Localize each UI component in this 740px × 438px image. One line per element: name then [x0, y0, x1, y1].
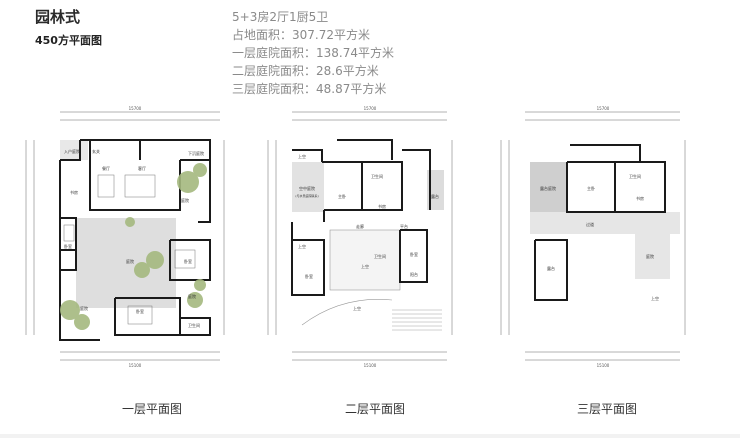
room-study: 书房 [636, 195, 644, 201]
terrace-paving [427, 170, 444, 210]
room-terrace: 露台 [431, 193, 439, 199]
room-up2: 上空 [298, 243, 306, 249]
dim-bottom: 15100 [364, 363, 377, 368]
room-master: 主卧 [587, 185, 595, 191]
room-sunken: 下沉庭院 [188, 150, 204, 156]
room-platform: 平台 [400, 223, 408, 229]
dimension-lines [500, 111, 686, 361]
dim-top: 15700 [364, 106, 377, 111]
room-study: 书房 [378, 203, 386, 209]
room-air-court: 空中庭院 [299, 185, 315, 191]
room-hall: 过道 [586, 221, 594, 227]
curve-edge [301, 299, 393, 326]
caption-floor-1: 一层平面图 [121, 402, 182, 416]
room-bedroom-l: 卧室 [64, 243, 72, 249]
spec-f2-courtyard: 二层庭院面积：28.6平方米 [232, 64, 379, 78]
dimension-lines [267, 111, 453, 361]
room-up: 上空 [298, 153, 306, 159]
dim-top: 15700 [597, 106, 610, 111]
room-bedroom2: 卧室 [410, 251, 418, 257]
page-subtitle: 450方平面图 [35, 34, 102, 47]
air-court-paving [292, 162, 324, 212]
room-bath: 卫生间 [188, 322, 200, 328]
room-hall: 玄关 [92, 148, 100, 154]
room-bedroom-r: 卧室 [184, 258, 192, 264]
room-bath: 卫生间 [629, 173, 641, 179]
room-up3: 上空 [361, 263, 369, 269]
walls [534, 144, 666, 301]
room-court-l: 庭院 [80, 305, 88, 311]
floor-plan-2: 15700 15100 上空 主卧 书房 卫生间 露台 空中庭院 (与水景庭院联… [262, 100, 472, 372]
up-void [329, 229, 401, 291]
floor-plan-3: 15700 15100 露台庭院 主卧 卫生间 书房 过道 庭院 露台 上空 [495, 100, 705, 372]
room-dining: 餐厅 [102, 165, 110, 171]
roof-paving [530, 212, 680, 234]
room-up: 上空 [651, 295, 659, 301]
room-bath: 卫生间 [371, 173, 383, 179]
room-up4: 上空 [353, 305, 361, 311]
room-air-note: (与水景庭院联系) [295, 193, 318, 198]
court-paving [635, 234, 670, 279]
room-entry: 入户庭院 [64, 148, 80, 154]
room-bedroom-b: 卧室 [136, 308, 144, 314]
spec-f1-courtyard: 一层庭院面积：138.74平方米 [232, 46, 394, 60]
room-master: 主卧 [338, 193, 346, 199]
room-balcony: 阳台 [410, 271, 418, 277]
room-court-r: 庭院 [181, 197, 189, 203]
spec-list: 5+3房2厅1厨5卫 占地面积：307.72平方米 一层庭院面积：138.74平… [232, 8, 394, 98]
terrace-hatch [530, 162, 566, 212]
walls [291, 139, 431, 296]
room-bath2: 卫生间 [374, 253, 386, 259]
page-title: 园林式 [35, 8, 81, 26]
dimension-lines [25, 111, 225, 361]
dim-bottom: 15100 [597, 363, 610, 368]
dim-bottom: 15100 [129, 363, 142, 368]
room-garden: 庭院 [126, 258, 134, 264]
room-terrace-l: 露台庭院 [540, 185, 556, 191]
furniture [63, 174, 196, 325]
room-study: 书房 [70, 189, 78, 195]
spec-layout: 5+3房2厅1厨5卫 [232, 10, 329, 24]
caption-floor-3: 三层平面图 [576, 402, 637, 416]
floor-plan-1: 15700 15100 入户庭院 玄关 餐厅 客厅 书房 [20, 100, 230, 372]
room-court: 庭院 [646, 253, 654, 259]
caption-floor-2: 二层平面图 [344, 402, 405, 416]
room-roof: 露台 [547, 265, 555, 271]
dim-top: 15700 [129, 106, 142, 111]
footer-bar [0, 434, 740, 438]
stair-lines [392, 309, 442, 331]
room-court-b: 庭院 [188, 293, 196, 299]
spec-site-area: 占地面积：307.72平方米 [232, 28, 370, 42]
spec-f3-courtyard: 三层庭院面积：48.87平方米 [232, 82, 387, 96]
room-walk: 走廊 [356, 223, 364, 229]
room-living: 客厅 [138, 165, 146, 171]
trees [60, 163, 207, 330]
room-bedroom: 卧室 [305, 273, 313, 279]
